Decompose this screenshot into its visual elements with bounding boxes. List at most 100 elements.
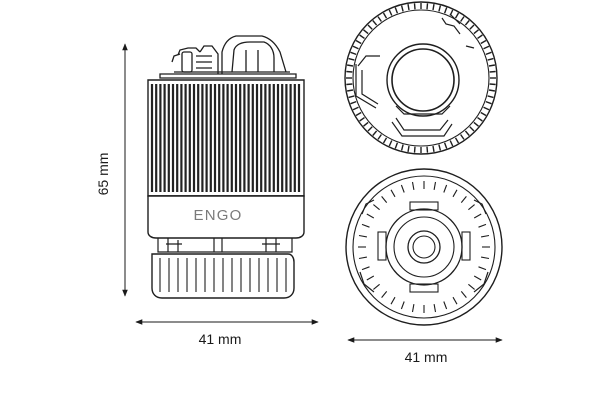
knurl-tooth <box>372 20 378 26</box>
inner-tooth <box>452 296 458 305</box>
knurl-tooth <box>480 39 487 45</box>
inner-tooth <box>373 204 380 211</box>
knurl-tooth <box>477 34 483 39</box>
knurl-tooth <box>394 142 399 149</box>
inner-tooth <box>443 184 448 193</box>
knurl-tooth <box>485 100 492 105</box>
knurl-tooth <box>355 39 362 45</box>
knurl-tooth <box>400 5 404 12</box>
knurl-tooth <box>350 51 357 56</box>
logo-band: ENGO <box>147 195 305 239</box>
side-width-dimension: 41 mm <box>135 319 319 347</box>
knurl-tooth <box>350 100 357 105</box>
knurl-tooth <box>473 29 479 35</box>
inner-tooth <box>358 234 367 238</box>
knurl-tooth <box>348 95 355 99</box>
knurl-tooth <box>488 89 496 92</box>
inner-tooth <box>373 283 380 290</box>
inner-tooth <box>468 283 475 290</box>
inner-tooth <box>481 234 490 238</box>
inner-tooth <box>411 181 415 190</box>
knurled-nut <box>151 253 295 299</box>
top-connector <box>159 35 297 79</box>
knurl-tooth <box>432 3 435 11</box>
side-view: ENGO <box>147 35 305 299</box>
knurl-tooth <box>382 137 388 144</box>
knurl-tooth <box>359 117 365 122</box>
knurl-tooth <box>464 130 470 136</box>
inner-tooth <box>468 204 475 211</box>
inner-tooth <box>361 266 370 271</box>
knurl-tooth <box>443 142 448 149</box>
inner-tooth <box>478 266 487 271</box>
inner-tooth <box>366 213 375 219</box>
knurl-tooth <box>432 145 435 153</box>
knurl-tooth <box>377 16 382 22</box>
inner-tooth <box>361 223 370 228</box>
bottom-view-width-label: 41 mm <box>405 349 448 365</box>
knurl-tooth <box>367 24 373 30</box>
knurl-tooth <box>473 121 479 127</box>
inner-tooth <box>473 213 482 219</box>
inner-tooth <box>390 296 396 305</box>
knurl-tooth <box>388 9 393 16</box>
inner-tooth <box>460 196 467 203</box>
knurl-tooth <box>483 45 490 50</box>
brand-logo: ENGO <box>194 207 243 224</box>
knurl-tooth <box>363 29 369 35</box>
knurl-tooth <box>454 12 460 19</box>
knurl-tooth <box>346 64 354 67</box>
inner-tooth <box>481 256 490 260</box>
inner-tooth <box>390 189 396 198</box>
knurl-tooth <box>377 134 382 140</box>
bottom-view-width-dimension: 41 mm <box>347 337 503 365</box>
inner-tooth <box>443 301 448 310</box>
inner-tooth <box>411 304 415 313</box>
knurl-tooth <box>480 111 487 117</box>
knurl-tooth <box>469 126 475 132</box>
knurl-tooth <box>454 137 460 144</box>
inner-tooth <box>400 301 405 310</box>
knurl-tooth <box>346 89 354 92</box>
knurl-tooth <box>372 130 378 136</box>
knurl-tooth <box>489 83 496 86</box>
knurl-tooth <box>407 145 410 153</box>
knurl-tooth <box>487 95 494 99</box>
knurl-tooth <box>489 70 496 73</box>
inner-tooth <box>473 275 482 281</box>
knurl-tooth <box>426 146 429 153</box>
knurl-tooth <box>438 5 442 12</box>
knurl-tooth <box>363 121 369 127</box>
inner-tooth <box>381 291 388 298</box>
knurl-tooth <box>460 16 465 22</box>
knurl-tooth <box>382 12 388 19</box>
knurl-tooth <box>348 57 355 61</box>
knurl-tooth <box>407 3 410 11</box>
inner-tooth <box>400 184 405 193</box>
side-width-label: 41 mm <box>199 331 242 347</box>
knurl-tooth <box>485 51 492 56</box>
knurl-tooth <box>413 146 416 153</box>
knurl-tooth <box>359 34 365 39</box>
inner-tooth <box>358 256 367 260</box>
knurl-tooth <box>483 106 490 111</box>
knurl-tooth <box>346 83 353 86</box>
bottom-view <box>345 168 503 326</box>
inner-tooth <box>366 275 375 281</box>
knurl-tooth <box>443 7 448 14</box>
knurl-tooth <box>388 140 393 147</box>
inner-tooth <box>381 196 388 203</box>
inner-tooth <box>433 304 437 313</box>
knurl-tooth <box>400 144 404 151</box>
height-label: 65 mm <box>95 153 111 196</box>
ribbed-body <box>147 79 305 197</box>
inner-tooth <box>433 181 437 190</box>
knurl-tooth <box>469 24 475 30</box>
knurl-tooth <box>460 134 465 140</box>
knurl-tooth <box>352 45 359 50</box>
neck <box>157 238 293 253</box>
knurl-tooth <box>352 106 359 111</box>
knurl-tooth <box>449 140 454 147</box>
knurl-tooth <box>346 70 353 73</box>
